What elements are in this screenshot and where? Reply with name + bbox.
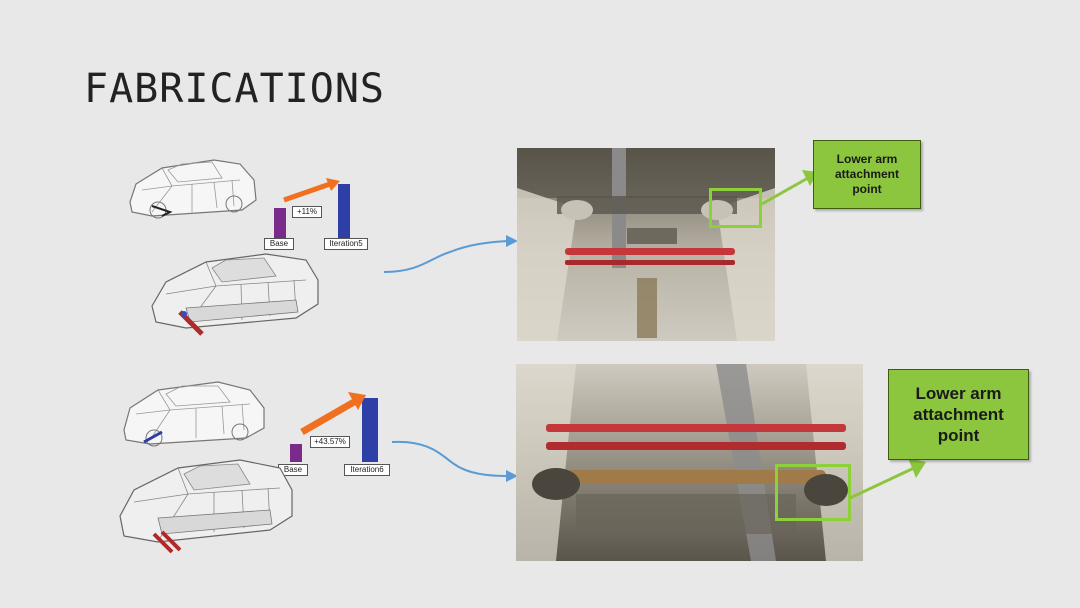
top-car-body-large [151,253,319,336]
top-iteration-bar [338,184,350,238]
top-base-label: Base [264,238,294,250]
bottom-car-wireframe-small [123,381,265,447]
top-callout-arrow [761,170,818,206]
bottom-iteration-label: Iteration6 [344,464,390,476]
top-highlight-box [709,188,762,228]
bottom-growth-arrow-icon [300,392,366,436]
bottom-percent-label: +43.57% [310,436,350,448]
top-connector-arrow [383,235,518,273]
bottom-bar-chart: +43.57% Base Iteration6 [278,392,408,482]
top-percent-label: +11% [292,206,322,218]
top-base-bar [274,208,286,238]
top-bar-chart: +11% Base Iteration5 [258,172,378,252]
bottom-photo-detail [516,364,863,561]
top-growth-arrow-icon [283,178,340,203]
bottom-underbody-photo [516,364,863,561]
bottom-callout-box: Lower arm attachment point [888,369,1029,460]
top-callout-box: Lower arm attachment point [813,140,921,209]
slide-title: FABRICATIONS [84,66,385,112]
top-underbody-photo [517,148,775,341]
bottom-connector-arrow [391,440,518,482]
bottom-iteration-bar [362,398,378,462]
bottom-car-body-large [119,459,293,554]
bottom-highlight-box [775,464,851,521]
top-iteration-label: Iteration5 [324,238,368,250]
top-photo-detail [517,148,775,341]
bottom-base-bar [290,444,302,462]
top-car-wireframe-small [129,159,257,219]
bottom-callout-arrow [849,458,926,500]
